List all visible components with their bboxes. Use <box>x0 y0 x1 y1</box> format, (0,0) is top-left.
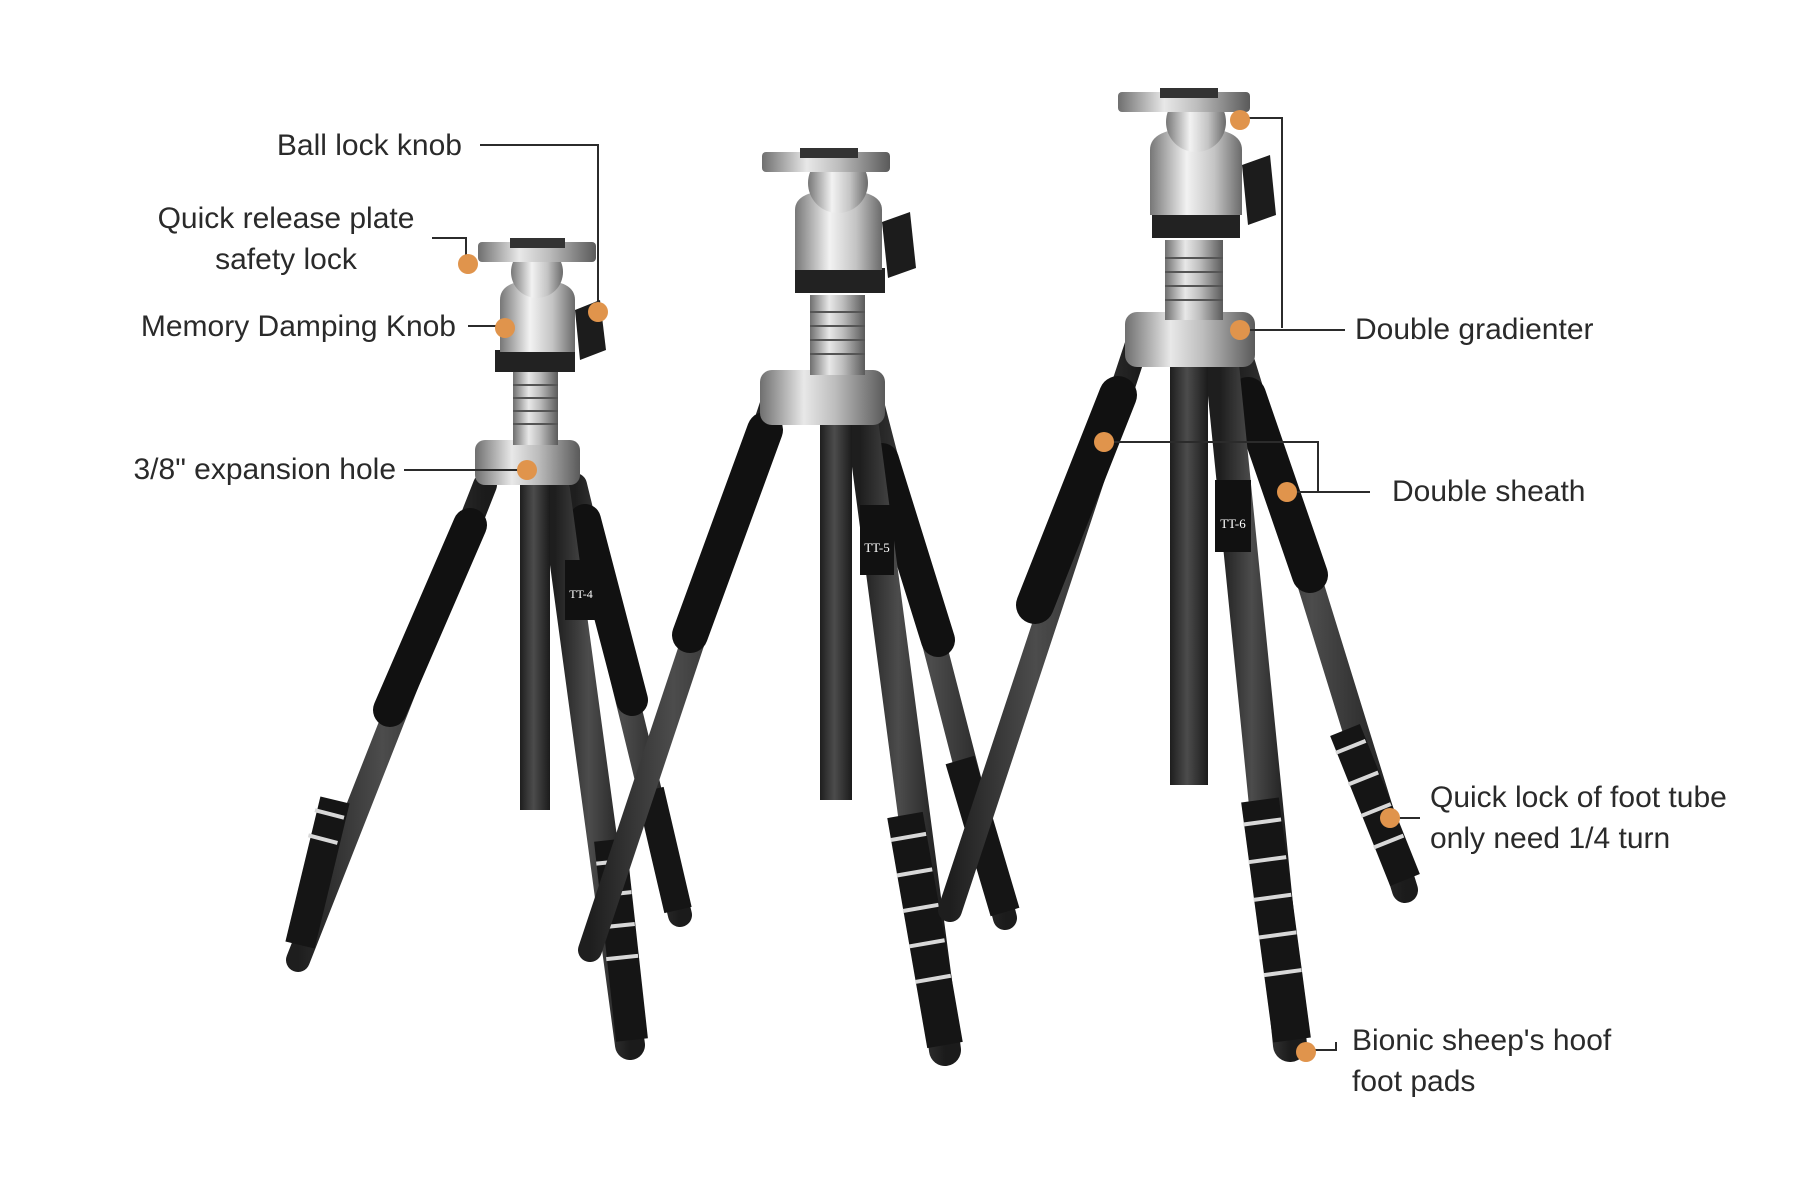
dot-ball-lock-knob <box>588 302 608 322</box>
tripod-tt6-center-column <box>1170 335 1208 785</box>
label-memory-damping-knob: Memory Damping Knob <box>140 310 456 343</box>
label-expansion-hole: 3/8" expansion hole <box>133 453 396 486</box>
tripod-tt5-column-top <box>810 295 865 375</box>
tt4-model-label <box>565 560 597 620</box>
tripod-tt4: TT-4 <box>285 238 692 1060</box>
tt6-model-label <box>1215 480 1251 552</box>
tt5-model-text: TT-5 <box>864 540 890 555</box>
leader-foot-pads <box>1308 1042 1337 1051</box>
tripod-tt5-center-column <box>820 380 852 800</box>
dot-double-sheath-right <box>1277 482 1297 502</box>
tripod-tt6-lock-knob <box>1242 155 1276 225</box>
label-quick-lock-foot-tube: Quick lock of foot tube only need 1/4 tu… <box>1430 781 1727 855</box>
tripod-tt5-ball-head <box>795 190 882 270</box>
dot-foot-tube <box>1380 808 1400 828</box>
callout-lines <box>404 117 1420 1051</box>
dot-gradienter-top <box>1230 110 1250 130</box>
tripod-tt6-spider <box>1125 312 1255 367</box>
tripod-tt5-lock-knob <box>882 212 916 278</box>
tripod-tt4-ball-head <box>500 280 575 352</box>
tripod-tt6-front-leg: TT-6 <box>1203 328 1311 1062</box>
leader-double-sheath-left <box>1106 441 1319 492</box>
tripod-tt5: TT-5 <box>578 148 1020 1066</box>
tripod-tt6-ball-head <box>1150 128 1242 215</box>
leader-ball-lock-knob <box>480 144 599 310</box>
tt4-model-text: TT-4 <box>569 587 593 601</box>
tripod-tt6: TT-6 <box>938 88 1420 1062</box>
tripod-tt6-right-leg <box>1222 327 1420 903</box>
tripod-tt5-spider <box>760 370 885 425</box>
tripod-tt4-front-leg: TT-4 <box>540 475 648 1060</box>
tripod-tt4-center-column <box>520 470 550 810</box>
label-bionic-foot-pads: Bionic sheep's hoof foot pads <box>1352 1024 1612 1098</box>
label-qr-safety-lock: Quick release plate safety lock <box>157 202 415 276</box>
dot-double-sheath-left <box>1094 432 1114 452</box>
tripod-tt5-front-leg: TT-5 <box>844 389 963 1066</box>
dot-gradienter <box>1230 320 1250 340</box>
callout-dots <box>458 110 1400 1062</box>
tripod-tt6-left-leg <box>938 323 1152 922</box>
label-double-sheath: Double sheath <box>1392 475 1586 508</box>
tt5-model-label <box>860 505 894 575</box>
tt6-model-text: TT-6 <box>1220 516 1246 531</box>
label-ball-lock-knob: Ball lock knob <box>276 129 462 162</box>
dot-qr-safety-lock <box>458 254 478 274</box>
leader-qr-safety-lock <box>432 237 467 262</box>
dot-memory-damping <box>495 318 515 338</box>
tripod-tt4-right-leg <box>563 473 692 927</box>
dot-expansion-hole <box>517 460 537 480</box>
leader-gradienter-top <box>1238 117 1283 328</box>
dot-foot-pads <box>1296 1042 1316 1062</box>
tripod-tt4-column-top <box>513 370 558 445</box>
label-double-gradienter: Double gradienter <box>1355 313 1594 346</box>
tripod-tt5-left-leg <box>578 383 787 962</box>
tripod-tt4-left-leg <box>285 473 497 972</box>
tripod-tt6-column-top <box>1165 240 1223 320</box>
